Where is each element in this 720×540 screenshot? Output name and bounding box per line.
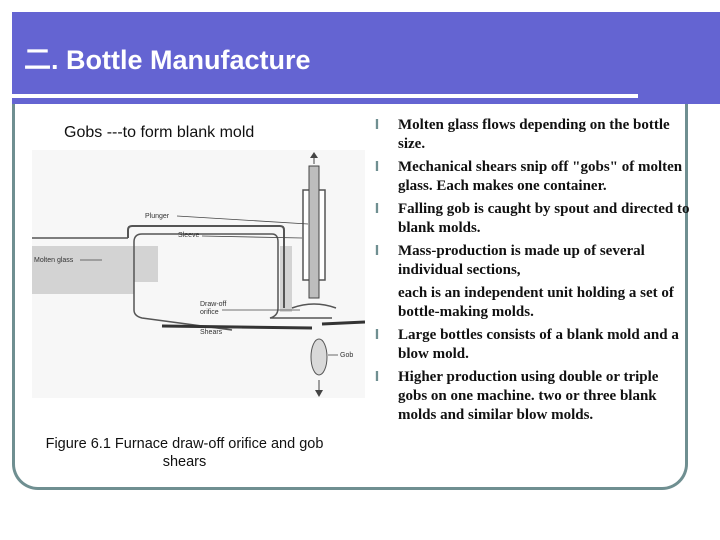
- l-bullet-icon: l: [374, 370, 380, 385]
- bullet-text: Mass-production is made up of several in…: [398, 243, 645, 278]
- bullet-text: Falling gob is caught by spout and direc…: [398, 201, 690, 236]
- bowl-lower-outline: [133, 242, 233, 331]
- slide-title: 二. Bottle Manufacture: [24, 45, 311, 75]
- bowl-inner-outline: [133, 233, 279, 308]
- label-molten-glass: Molten glass: [34, 257, 74, 264]
- molten-glass-left: [32, 246, 134, 294]
- label-orifice: orifice: [200, 309, 219, 316]
- bullet-item: l Falling gob is caught by spout and dire…: [370, 200, 690, 238]
- bullet-continuation: each is an independent unit holding a se…: [370, 284, 690, 322]
- orifice-outline: [291, 303, 337, 309]
- label-gob: Gob: [340, 352, 353, 359]
- plunger-arrow-icon: [310, 152, 318, 158]
- title-banner: [12, 12, 720, 104]
- l-bullet-icon: l: [374, 244, 380, 259]
- molten-glass-right: [134, 246, 158, 282]
- bowl-outline: [127, 225, 285, 308]
- plunger-leader: [176, 215, 309, 225]
- label-shears: Shears: [200, 329, 223, 336]
- shear-blade-left: [161, 324, 313, 330]
- label-sleeve: Sleeve: [178, 232, 200, 239]
- bullet-text: each is an independent unit holding a se…: [398, 285, 674, 320]
- bullet-list: l Molten glass flows depending on the bot…: [370, 116, 690, 429]
- bullet-text: Higher production using double or triple…: [398, 369, 659, 423]
- content-frame: [12, 104, 688, 490]
- bowl-lower-right: [269, 307, 332, 319]
- l-bullet-icon: l: [374, 202, 380, 217]
- gob-arrow-icon: [315, 390, 323, 397]
- l-bullet-icon: l: [374, 328, 380, 343]
- bullet-text: Mechanical shears snip off "gobs" of mol…: [398, 159, 683, 194]
- l-bullet-icon: l: [374, 118, 380, 133]
- bullet-item: l Large bottles consists of a blank mold …: [370, 326, 690, 364]
- figure-caption: Figure 6.1 Furnace draw-off orifice and …: [45, 436, 324, 470]
- furnace-diagram: Plunger Sleeve Molten glass Draw-off ori…: [32, 152, 365, 397]
- bullet-item: l Higher production using double or tripl…: [370, 368, 690, 425]
- shear-blade-right: [321, 320, 365, 326]
- bullet-item: l Molten glass flows depending on the bot…: [370, 116, 690, 154]
- l-bullet-icon: l: [374, 160, 380, 175]
- plunger-shape: [308, 165, 320, 299]
- bullet-text: Large bottles consists of a blank mold a…: [398, 327, 679, 362]
- sleeve-leader: [201, 235, 303, 239]
- label-plunger: Plunger: [145, 213, 170, 220]
- title-underline: [12, 94, 638, 98]
- figure-heading: Gobs ---to form blank mold: [64, 124, 255, 141]
- molten-glass-far: [280, 246, 292, 312]
- label-draw-off: Draw-off: [200, 301, 226, 308]
- bullet-item: l Mass-production is made up of several i…: [370, 242, 690, 280]
- furnace-figure: Plunger Sleeve Molten glass Draw-off ori…: [32, 150, 365, 398]
- gob-shape: [310, 338, 328, 376]
- bullet-item: l Mechanical shears snip off "gobs" of mo…: [370, 158, 690, 196]
- bullet-text: Molten glass flows depending on the bott…: [398, 117, 670, 152]
